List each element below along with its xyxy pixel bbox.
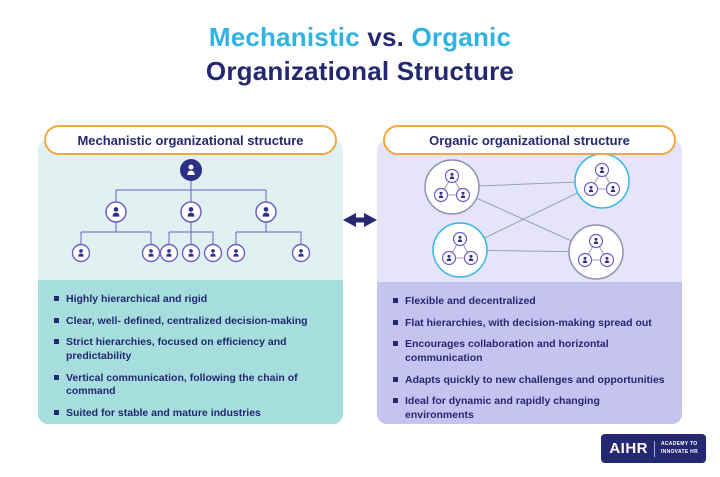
aihr-logo-text: AIHR [609, 440, 648, 457]
bullet-text: Adapts quickly to new challenges and opp… [405, 373, 665, 386]
aihr-logo: AIHR ACADEMY TO INNOVATE HR [601, 434, 706, 463]
page-title: Mechanistic vs. Organic Organizational S… [0, 0, 720, 88]
hierarchy-org-chart-diagram [71, 159, 310, 263]
logo-tagline-line2: INNOVATE HR [660, 448, 698, 455]
bullet-text: Encourages collaboration and horizontal … [405, 338, 609, 364]
logo-tagline-line1: ACADEMY TO [660, 441, 698, 447]
bullet-square-icon [54, 317, 59, 323]
network-cluster-top-left [423, 159, 480, 215]
bullet-item: Vertical communication, following the ch… [52, 372, 329, 399]
bullet-text: Vertical communication, following the ch… [66, 371, 298, 398]
bullet-square-icon [393, 376, 398, 382]
bullet-text: Flexible and decentralized [405, 295, 536, 307]
bullet-text: Clear, well- defined, centralized decisi… [66, 314, 308, 327]
network-cluster-bottom-left [431, 222, 488, 278]
bullet-square-icon [393, 298, 398, 303]
bullet-text: Flat hierarchies, with decision-making s… [405, 316, 652, 329]
bullet-item: Flexible and decentralized [391, 295, 668, 309]
title-line-1: Mechanistic vs. Organic [0, 20, 720, 54]
org-worker-nodes [71, 243, 310, 263]
bullet-item: Adapts quickly to new challenges and opp… [391, 374, 668, 388]
bullet-item: Clear, well- defined, centralized decisi… [52, 315, 329, 329]
bullet-square-icon [393, 398, 398, 404]
logo-tagline: ACADEMY TO INNOVATE HR [661, 441, 698, 456]
org-chart-connectors [80, 181, 301, 244]
comparison-columns: Mechanistic organizational structure [38, 124, 682, 424]
organic-header-pill: Organic organizational structure [383, 125, 676, 155]
title-word-mechanistic: Mechanistic [208, 22, 360, 52]
title-word-organic: Organic [411, 22, 512, 52]
bullet-item: Suited for stable and mature industries [52, 407, 329, 421]
bullet-text: Ideal for dynamic and rapidly changing e… [405, 395, 600, 421]
bullet-text: Highly hierarchical and rigid [66, 293, 208, 305]
bullet-text: Strict hierarchies, focused on efficienc… [66, 336, 287, 362]
comparison-arrow [343, 212, 377, 233]
logo-divider [653, 440, 655, 457]
bullet-item: Encourages collaboration and horizontal … [391, 338, 668, 365]
bullet-square-icon [393, 319, 398, 325]
title-separator: vs. [359, 22, 412, 52]
bullet-item: Strict hierarchies, focused on efficienc… [52, 336, 329, 363]
mechanistic-panel: Mechanistic organizational structure [38, 125, 343, 424]
mechanistic-header-pill: Mechanistic organizational structure [44, 125, 337, 155]
bullet-square-icon [393, 341, 398, 347]
mechanistic-diagram-area [38, 140, 343, 280]
org-root-node [179, 159, 202, 181]
title-line-2: Organizational Structure [205, 56, 515, 86]
org-manager-nodes [104, 201, 277, 223]
bullet-square-icon [54, 296, 59, 301]
left-right-arrow-icon [343, 213, 377, 227]
bullet-item: Flat hierarchies, with decision-making s… [391, 317, 668, 331]
bullet-square-icon [54, 339, 59, 345]
network-clusters-diagram [423, 153, 630, 280]
organic-diagram-area [377, 140, 682, 282]
bullet-item: Ideal for dynamic and rapidly changing e… [391, 395, 668, 422]
bullet-text: Suited for stable and mature industries [66, 406, 261, 419]
network-cluster-bottom-right [567, 224, 624, 280]
organic-panel: Organic organizational structure [377, 125, 682, 424]
bullet-item: Highly hierarchical and rigid [52, 293, 329, 307]
bullet-square-icon [54, 409, 59, 415]
bullet-square-icon [54, 374, 59, 380]
network-cluster-top-right [573, 153, 630, 209]
